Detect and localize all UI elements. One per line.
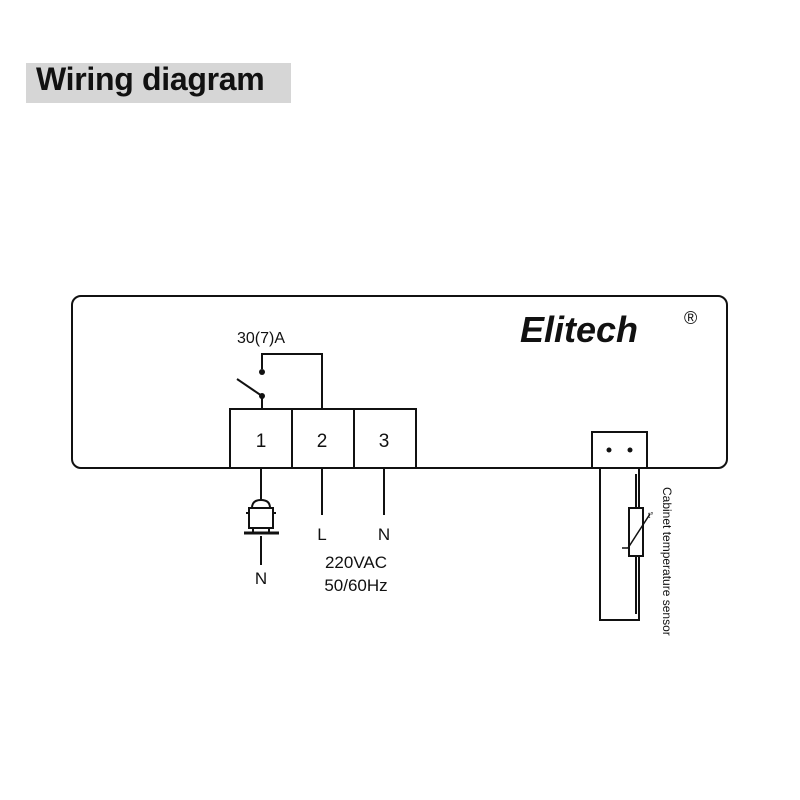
relay-rating: 30(7)A	[237, 330, 285, 347]
line-label: L	[317, 525, 326, 544]
relay-contact-point-upper	[259, 369, 265, 375]
terminal-2	[291, 408, 355, 469]
compressor-icon	[244, 498, 279, 535]
terminal-3-label: 3	[379, 431, 390, 452]
title-background	[26, 63, 291, 103]
thermistor-icon	[622, 474, 651, 614]
page-title: Wiring diagram	[36, 61, 265, 97]
relay-contact	[236, 353, 323, 408]
terminal-2-label: 2	[317, 431, 328, 452]
power-voltage: 220VAC	[325, 553, 387, 572]
relay-contact-point-lower	[259, 393, 265, 399]
power-frequency: 50/60Hz	[324, 576, 387, 595]
thermistor-symbol: t°	[648, 511, 653, 520]
relay-switch-blade	[236, 378, 263, 397]
compressor-neutral-label: N	[255, 569, 267, 588]
neutral-label: N	[378, 525, 390, 544]
sensor-connector-pin-2	[627, 447, 633, 453]
relay-wire-to-terminal-2	[261, 353, 323, 408]
registered-mark: ®	[684, 308, 697, 328]
sensor-connector-pin-1	[606, 447, 612, 453]
sensor-connector	[591, 431, 648, 469]
sensor-label: Cabinet temperature sensor	[660, 487, 674, 636]
brand-logo: Elitech	[520, 309, 638, 350]
terminal-1-label: 1	[256, 431, 267, 452]
